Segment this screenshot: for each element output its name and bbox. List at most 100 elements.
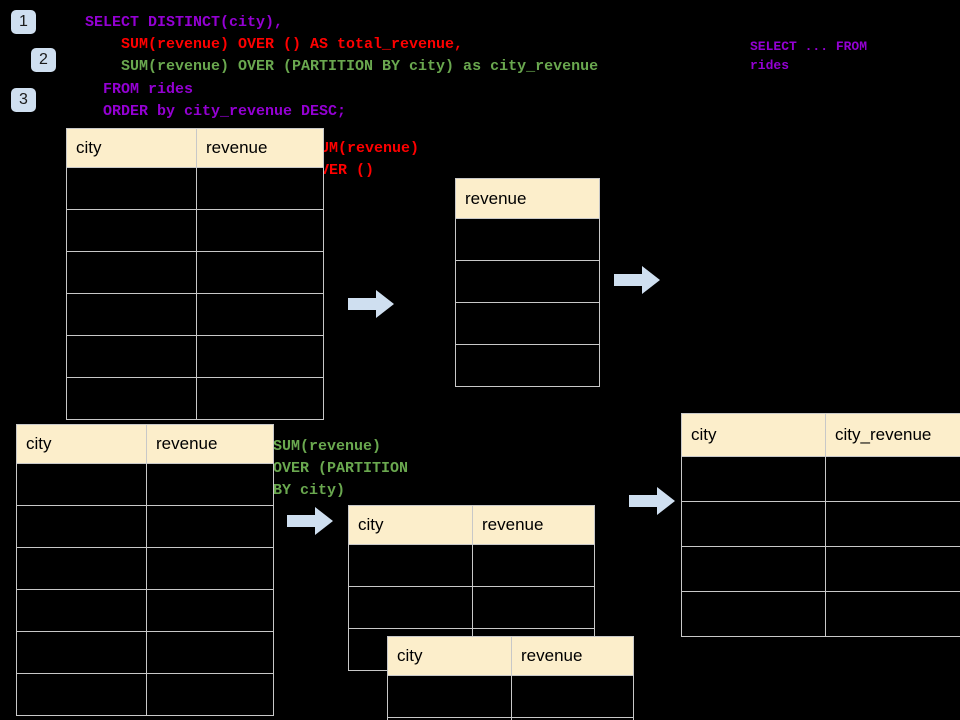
table-cell <box>196 335 324 378</box>
table-row <box>387 717 634 720</box>
table-row <box>66 377 324 420</box>
table-cell <box>196 167 324 210</box>
table-header-row: revenue <box>455 178 600 219</box>
table-cell <box>681 501 826 547</box>
table-cell <box>681 456 826 502</box>
column-header-revenue: revenue <box>472 505 595 545</box>
table-row <box>66 167 324 210</box>
annotation-total-revenue-line1: SUM(revenue) <box>311 140 420 157</box>
table-cell <box>16 589 147 632</box>
table-row <box>66 251 324 294</box>
table-cell <box>146 505 274 548</box>
table-header-row: city revenue <box>16 424 274 464</box>
sql-line-from: FROM rides <box>85 81 194 98</box>
table-partition-front: city revenue <box>387 636 634 720</box>
column-header-revenue: revenue <box>511 636 634 676</box>
table-row <box>455 260 600 303</box>
column-header-city: city <box>681 413 826 457</box>
annotation-city-revenue-line3: BY city) <box>273 482 346 499</box>
table-header-row: city revenue <box>66 128 324 168</box>
table-cell <box>146 589 274 632</box>
table-cell <box>825 501 960 547</box>
flow-arrow-4 <box>629 487 675 515</box>
table-header-row: city city_revenue <box>681 413 960 457</box>
table-row <box>681 501 960 547</box>
flow-arrow-2 <box>614 266 660 294</box>
table-cell <box>455 302 600 345</box>
column-header-city-revenue: city_revenue <box>825 413 960 457</box>
table-cell <box>455 218 600 261</box>
table-row <box>387 675 634 718</box>
annotation-city-revenue-line2: OVER (PARTITION <box>273 460 409 477</box>
table-cell <box>825 456 960 502</box>
table-cell <box>66 293 197 336</box>
table-cell <box>348 544 473 587</box>
sql-line-city-revenue: SUM(revenue) OVER (PARTITION BY city) as… <box>85 58 599 75</box>
table-cell <box>66 335 197 378</box>
table-cell <box>16 505 147 548</box>
column-header-city: city <box>348 505 473 545</box>
table-cell <box>472 586 595 629</box>
table-cell <box>681 546 826 592</box>
table-cell <box>681 591 826 637</box>
table-cell <box>66 167 197 210</box>
table-row <box>66 293 324 336</box>
table-cell <box>66 251 197 294</box>
table-cell <box>472 544 595 587</box>
table-cell <box>16 631 147 674</box>
table-cell <box>146 631 274 674</box>
table-cell <box>825 546 960 592</box>
table-row <box>681 546 960 592</box>
table-row <box>455 344 600 387</box>
table-cell <box>146 673 274 716</box>
table-cell <box>825 591 960 637</box>
side-note-select-from-line1: SELECT ... FROM <box>750 39 868 54</box>
table-cell <box>16 547 147 590</box>
table-row <box>455 218 600 261</box>
table-row <box>16 673 274 716</box>
table-cell <box>66 377 197 420</box>
step-badge-1: 1 <box>11 10 36 34</box>
table-source-bottom: city revenue <box>16 424 274 716</box>
table-header-row: city revenue <box>387 636 634 676</box>
table-row <box>16 505 274 548</box>
table-cell <box>196 209 324 252</box>
table-cell <box>196 293 324 336</box>
table-cell <box>66 209 197 252</box>
table-row <box>16 463 274 506</box>
table-cell <box>16 673 147 716</box>
table-row <box>66 335 324 378</box>
table-cell <box>511 717 634 720</box>
table-row <box>681 591 960 637</box>
table-cell <box>196 377 324 420</box>
column-header-city: city <box>387 636 512 676</box>
sql-line-select: SELECT DISTINCT(city), <box>85 14 284 31</box>
step-badge-3: 3 <box>11 88 36 112</box>
table-row <box>16 631 274 674</box>
table-source-top: city revenue <box>66 128 324 420</box>
table-row <box>455 302 600 345</box>
column-header-city: city <box>66 128 197 168</box>
flow-arrow-1 <box>348 290 394 318</box>
table-cell <box>146 463 274 506</box>
step-badge-2: 2 <box>31 48 56 72</box>
table-cell <box>348 586 473 629</box>
side-note-select-from-line2: rides <box>750 58 790 73</box>
table-row <box>681 456 960 502</box>
column-header-revenue: revenue <box>455 178 600 219</box>
table-cell <box>196 251 324 294</box>
table-cell <box>16 463 147 506</box>
table-row <box>348 586 595 629</box>
sql-line-order-by: ORDER by city_revenue DESC; <box>85 103 347 120</box>
table-row <box>66 209 324 252</box>
column-header-city: city <box>16 424 147 464</box>
column-header-revenue: revenue <box>196 128 324 168</box>
table-cell <box>455 344 600 387</box>
table-cell <box>146 547 274 590</box>
table-row <box>348 544 595 587</box>
flow-arrow-3 <box>287 507 333 535</box>
table-cell <box>387 675 512 718</box>
sql-line-total-revenue: SUM(revenue) OVER () AS total_revenue, <box>85 36 464 53</box>
table-header-row: city revenue <box>348 505 595 545</box>
